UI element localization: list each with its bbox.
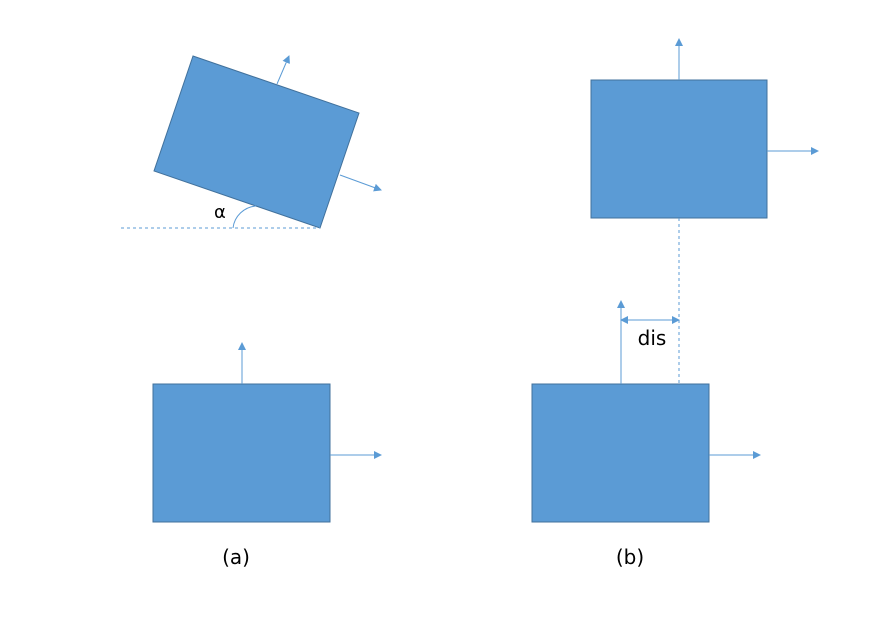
panel-b: dis (b) xyxy=(531,38,819,569)
panel-a: α (a) xyxy=(121,55,382,569)
upper-box-b xyxy=(590,79,768,219)
rotated-box xyxy=(153,55,360,229)
angle-label: α xyxy=(214,202,226,223)
rotated-box-up-arrow xyxy=(276,55,290,85)
caption-a: (a) xyxy=(222,545,250,569)
caption-b: (b) xyxy=(616,545,644,569)
angle-arc xyxy=(232,205,257,229)
upright-box-a xyxy=(152,383,331,523)
rotated-box-right-arrow xyxy=(339,174,382,192)
distance-label: dis xyxy=(638,326,667,350)
lower-box-b xyxy=(531,383,710,523)
